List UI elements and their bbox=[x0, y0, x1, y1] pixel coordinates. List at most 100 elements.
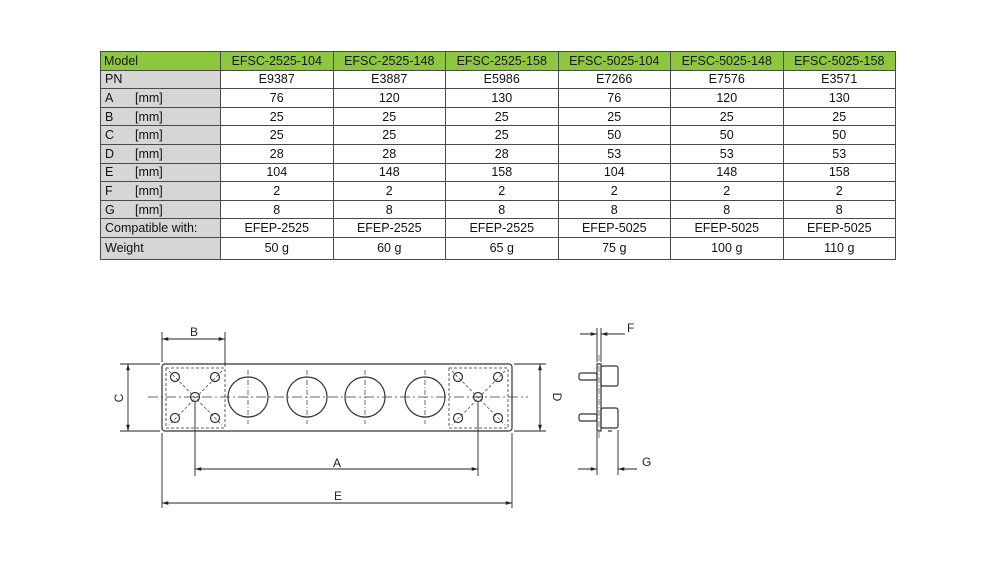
row-label-text: D bbox=[105, 146, 115, 161]
row-label-text: E bbox=[105, 165, 114, 180]
mount-pattern-left bbox=[165, 367, 226, 429]
spec-cell: E7576 bbox=[670, 69, 784, 90]
screw-hole bbox=[209, 412, 221, 424]
center-hole bbox=[189, 391, 201, 403]
row-label-text: C bbox=[105, 128, 115, 143]
model-header-row: Model EFSC-2525-104 EFSC-2525-148 EFSC-2… bbox=[100, 51, 896, 71]
screw-hole bbox=[209, 371, 221, 383]
label-c: C bbox=[112, 393, 126, 402]
side-dimension-lines bbox=[578, 328, 637, 475]
spec-cell: 50 bbox=[557, 125, 671, 145]
screw-hole bbox=[169, 371, 181, 383]
plate-outline bbox=[161, 363, 513, 432]
spec-cell: 2 bbox=[332, 181, 446, 201]
row-label-text: B bbox=[105, 109, 114, 124]
row-unit: [mm] bbox=[135, 90, 163, 105]
screw-hole bbox=[452, 371, 464, 383]
spec-cell: 8 bbox=[332, 199, 446, 220]
label-g: G bbox=[642, 455, 651, 469]
row-label: A[mm] bbox=[100, 88, 221, 108]
spec-cell: 100 g bbox=[670, 236, 784, 260]
spec-cell: 50 bbox=[670, 125, 784, 145]
model-name: EFSC-5025-104 bbox=[557, 51, 671, 71]
row-unit: [mm] bbox=[135, 165, 163, 180]
flange-upper bbox=[600, 365, 619, 387]
flange-lower bbox=[600, 407, 619, 429]
spec-cell: 2 bbox=[670, 181, 784, 201]
screw-hole bbox=[452, 412, 464, 424]
row-label: F [mm] bbox=[100, 181, 221, 201]
label-a: A bbox=[333, 456, 341, 470]
spec-cell: 28 bbox=[220, 143, 334, 164]
mount-pattern-right bbox=[448, 367, 509, 429]
spec-cell: 110 g bbox=[782, 236, 896, 260]
spec-cell: 8 bbox=[445, 199, 559, 220]
model-name: EFSC-5025-158 bbox=[782, 51, 896, 71]
spec-cell: 25 bbox=[445, 125, 559, 145]
spec-cell: 158 bbox=[782, 162, 896, 183]
dimension-lines bbox=[120, 332, 546, 508]
spec-cell: EFEP-2525 bbox=[445, 218, 559, 238]
row-label: B [mm] bbox=[100, 106, 221, 127]
center-hole bbox=[472, 391, 484, 403]
label-e: E bbox=[334, 489, 342, 503]
spec-cell: 104 bbox=[220, 162, 334, 183]
spec-cell: E5986 bbox=[445, 69, 559, 90]
spec-cell: E3571 bbox=[782, 69, 896, 90]
spec-cell: EFEP-5025 bbox=[557, 218, 671, 238]
dimension-labels: B C D A E F G bbox=[112, 321, 651, 503]
label-f: F bbox=[627, 321, 634, 335]
screw-hole bbox=[169, 412, 181, 424]
spec-cell: EFEP-5025 bbox=[670, 218, 784, 238]
model-header-label: Model bbox=[100, 51, 221, 71]
spec-cell: 76 bbox=[557, 88, 671, 108]
spec-cell: 60 g bbox=[332, 236, 446, 260]
row-label-text: G bbox=[105, 202, 115, 217]
spec-cell: 25 bbox=[220, 125, 334, 145]
model-name: EFSC-2525-148 bbox=[332, 51, 446, 71]
spec-cell: 50 g bbox=[220, 236, 334, 260]
row-unit: [mm] bbox=[135, 128, 163, 143]
spec-cell: 25 bbox=[670, 106, 784, 127]
spec-cell: 2 bbox=[220, 181, 334, 201]
row-label-text: F bbox=[105, 183, 113, 198]
plate-side-view bbox=[578, 355, 619, 440]
spec-cell: 8 bbox=[557, 199, 671, 220]
spec-cell: 148 bbox=[332, 162, 446, 183]
spec-cell: EFEP-2525 bbox=[332, 218, 446, 238]
spec-cell: 75 g bbox=[557, 236, 671, 260]
row-unit: [mm] bbox=[135, 109, 163, 124]
row-unit: [mm] bbox=[135, 202, 163, 217]
spec-cell: 25 bbox=[332, 125, 446, 145]
spec-cell: EFEP-5025 bbox=[782, 218, 896, 238]
spec-cell: 158 bbox=[445, 162, 559, 183]
screw-hole bbox=[492, 371, 504, 383]
spec-cell: E9387 bbox=[220, 69, 334, 90]
label-d: D bbox=[550, 393, 564, 402]
row-unit: [mm] bbox=[135, 183, 163, 198]
spec-cell: 2 bbox=[557, 181, 671, 201]
label-b: B bbox=[190, 325, 198, 339]
spec-cell: 65 g bbox=[445, 236, 559, 260]
plate-top-view bbox=[148, 363, 528, 432]
pin-lower bbox=[578, 413, 598, 422]
spec-cell: 28 bbox=[332, 143, 446, 164]
row-label: C [mm] bbox=[100, 125, 221, 145]
spec-cell: 8 bbox=[782, 199, 896, 220]
spec-cell: 130 bbox=[445, 88, 559, 108]
pin-upper bbox=[578, 372, 598, 381]
spec-cell: 130 bbox=[782, 88, 896, 108]
spec-cell: 53 bbox=[557, 143, 671, 164]
spec-cell: 28 bbox=[445, 143, 559, 164]
row-label: Weight bbox=[100, 236, 221, 260]
spec-cell: 53 bbox=[782, 143, 896, 164]
row-label: Compatible with: bbox=[100, 218, 221, 238]
spec-cell: EFEP-2525 bbox=[220, 218, 334, 238]
